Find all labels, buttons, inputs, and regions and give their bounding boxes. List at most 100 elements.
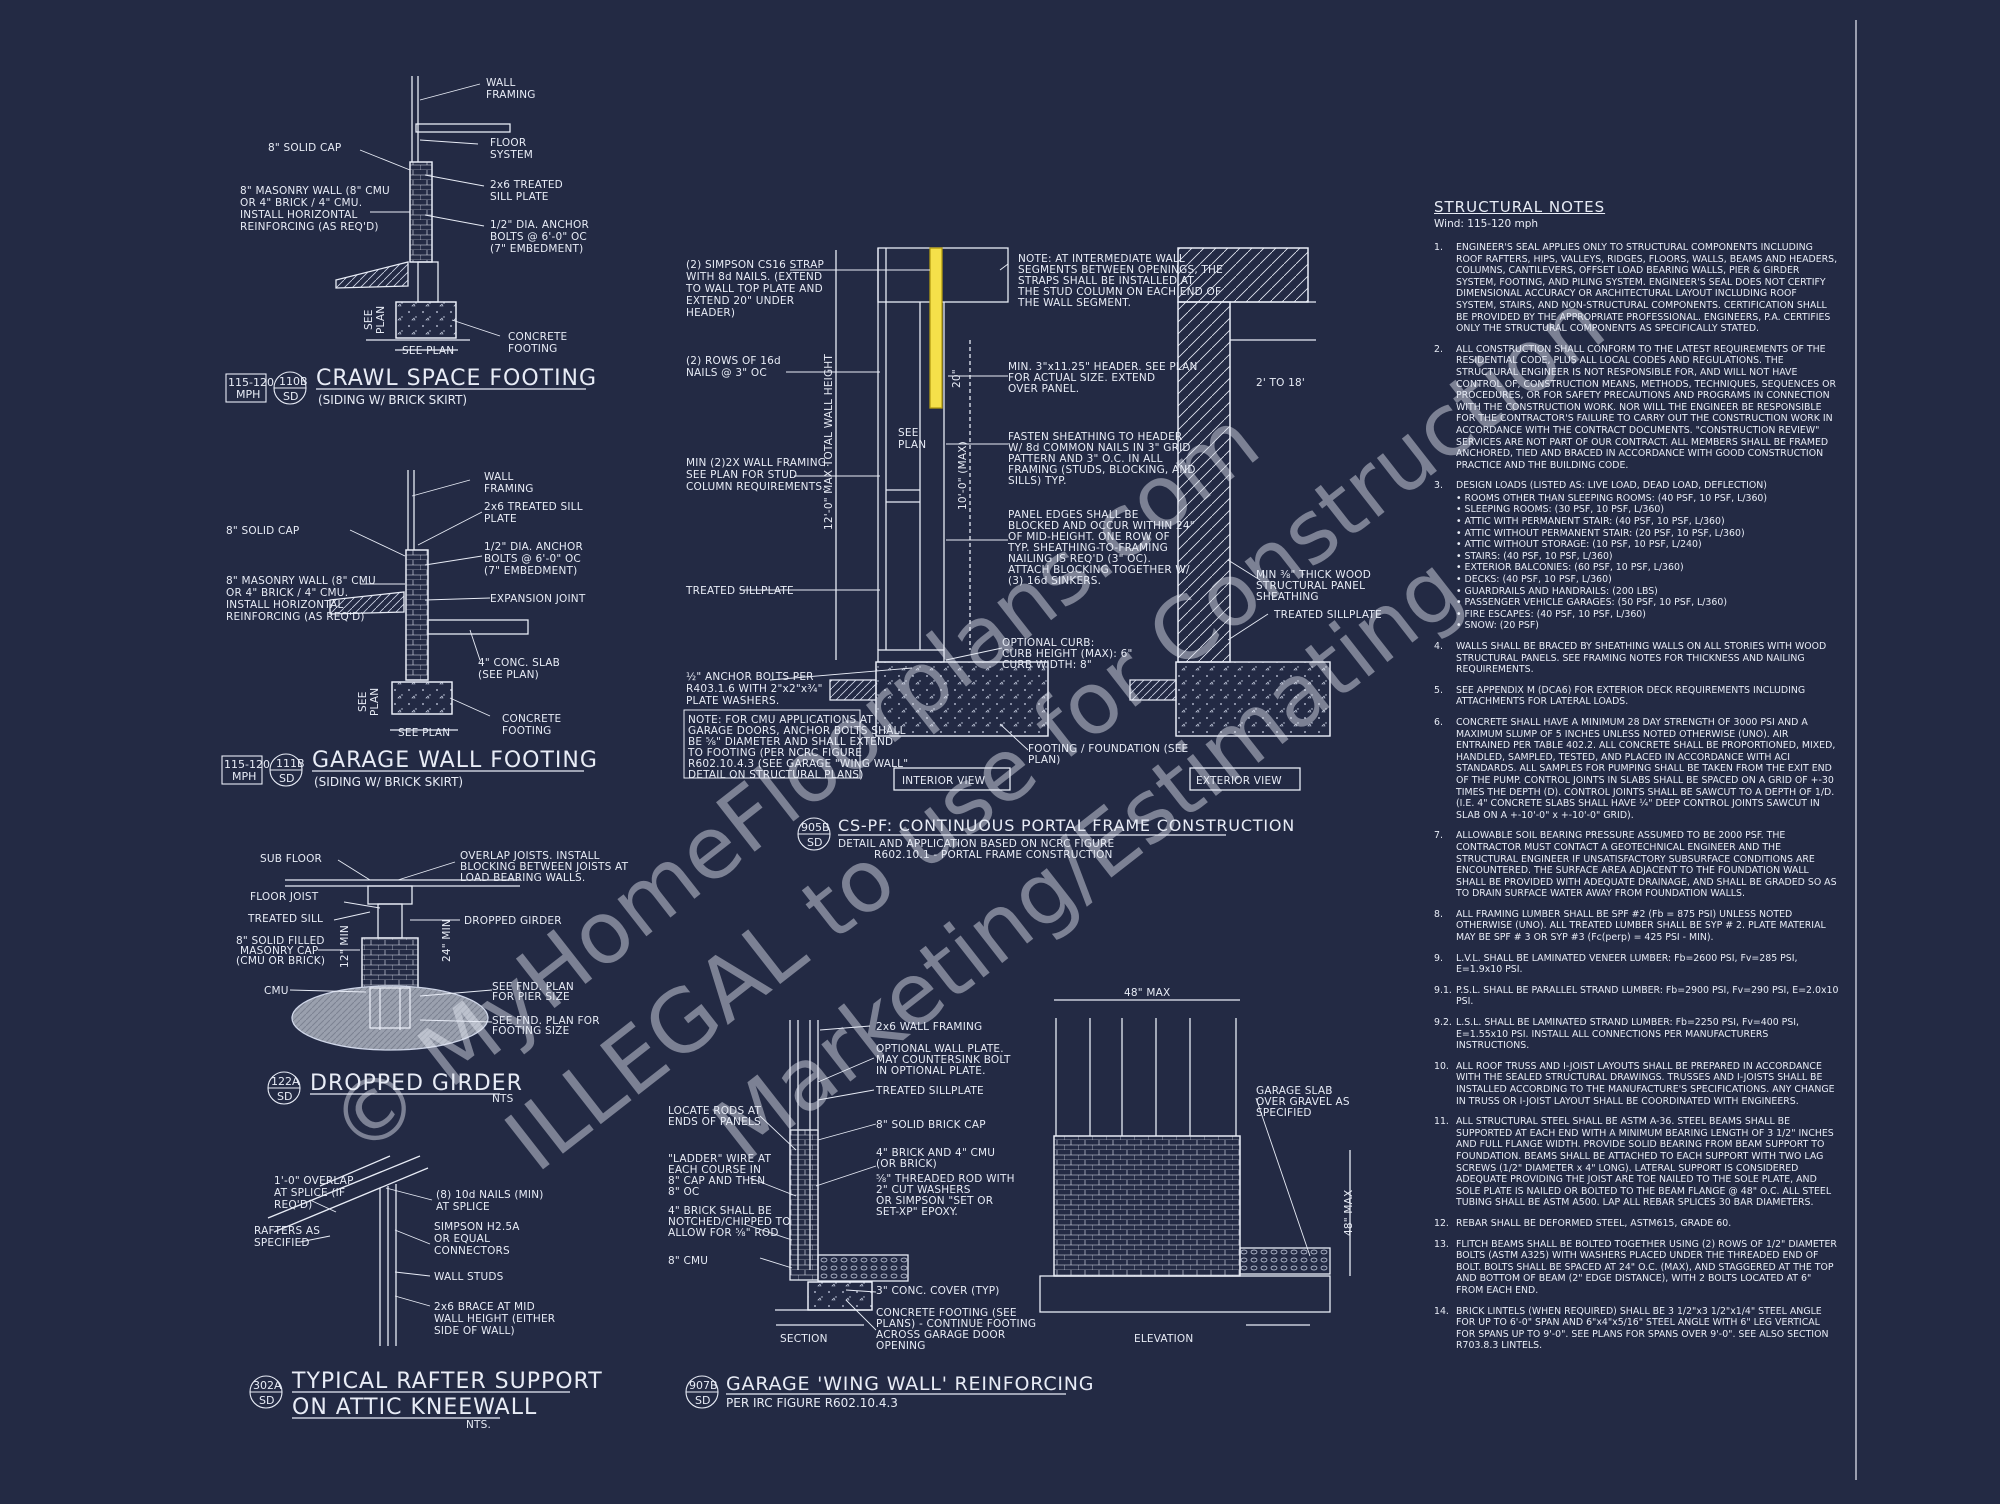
detail-subtitle: DETAIL AND APPLICATION BASED ON NCRC FIG… bbox=[838, 838, 1114, 850]
label: 12'-0" MAX TOTAL WALL HEIGHT bbox=[823, 354, 835, 530]
note-item: 10.ALL ROOF TRUSS AND I-JOIST LAYOUTS SH… bbox=[1434, 1061, 1840, 1107]
label: FRAMING bbox=[484, 483, 534, 495]
note-item: 13.FLITCH BEAMS SHALL BE BOLTED TOGETHER… bbox=[1434, 1239, 1840, 1297]
label: WALL bbox=[486, 77, 516, 89]
sheet-number: SD bbox=[259, 1394, 274, 1407]
note-number: 7. bbox=[1434, 830, 1443, 842]
label: TYP. SHEATHING-TO-FRAMING bbox=[1007, 542, 1168, 554]
label: REINFORCING (AS REQ'D) bbox=[226, 611, 365, 623]
portal-labels: (2) SIMPSON CS16 STRAP WITH 8d NAILS. (E… bbox=[683, 253, 1382, 787]
label: SPECIFIED bbox=[254, 1237, 310, 1249]
label: HEADER) bbox=[686, 307, 735, 319]
label: 48" MAX bbox=[1343, 1190, 1355, 1236]
detail-number: 905B bbox=[801, 821, 830, 834]
note-number: 14. bbox=[1434, 1305, 1449, 1317]
label: SHEATHING bbox=[1256, 591, 1319, 603]
note-bullet: SLEEPING ROOMS: (30 PSF, 10 PSF, L/360) bbox=[1456, 504, 1840, 516]
label: MASONRY CAP bbox=[240, 945, 318, 957]
note-text: FLITCH BEAMS SHALL BE BOLTED TOGETHER US… bbox=[1456, 1238, 1837, 1296]
note-bullet: GUARDRAILS AND HANDRAILS: (200 LBS) bbox=[1456, 586, 1840, 598]
label: CMU bbox=[264, 985, 289, 997]
portal-title-block: 905B SD CS-PF: CONTINUOUS PORTAL FRAME C… bbox=[797, 816, 1295, 861]
dropped-girder-drawing bbox=[285, 879, 520, 1051]
crawl-title-block: 115-120 MPH 110B SD CRAWL SPACE FOOTING … bbox=[225, 366, 596, 407]
label: ALLOW FOR ⅝" ROD bbox=[668, 1227, 779, 1239]
label: DETAIL ON STRUCTURAL PLANS) bbox=[688, 769, 864, 781]
label: (2) ROWS OF 16d bbox=[686, 355, 781, 367]
garage-wall-labels: WALL FRAMING 2x6 TREATED SILL PLATE 8" S… bbox=[226, 471, 586, 739]
note-bullet: DECKS: (40 PSF, 10 PSF, L/360) bbox=[1456, 574, 1840, 586]
note-item: 3.DESIGN LOADS (LISTED AS: LIVE LOAD, DE… bbox=[1434, 480, 1840, 632]
note-item: 5.SEE APPENDIX M (DCA6) FOR EXTERIOR DEC… bbox=[1434, 685, 1840, 708]
label: (7" EMBEDMENT) bbox=[484, 565, 577, 577]
label: TREATED SILLPLATE bbox=[875, 1085, 984, 1097]
label: SEE bbox=[363, 309, 375, 330]
label: SYSTEM bbox=[490, 149, 533, 161]
note-bullet: ATTIC WITHOUT PERMANENT STAIR: (20 PSF, … bbox=[1456, 528, 1840, 540]
note-text: ALLOWABLE SOIL BEARING PRESSURE ASSUMED … bbox=[1456, 830, 1837, 900]
note-bullet: ROOMS OTHER THAN SLEEPING ROOMS: (40 PSF… bbox=[1456, 493, 1840, 505]
label: AT SPLICE bbox=[436, 1201, 490, 1213]
note-item: 14. BRICK LINTELS (WHEN REQUIRED) SHALL B… bbox=[1434, 1306, 1840, 1352]
label: NAILS @ 3" OC bbox=[686, 367, 767, 379]
label: FRAMING (STUDS, BLOCKING, AND bbox=[1008, 464, 1196, 476]
label: SIMPSON H2.5A bbox=[434, 1221, 520, 1233]
label: 10'-0" (MAX) bbox=[957, 441, 969, 510]
note-text: CONCRETE SHALL HAVE A MINIMUM 28 DAY STR… bbox=[1456, 716, 1836, 821]
wing-wall-elevation-drawing bbox=[1039, 999, 1351, 1326]
label: CONCRETE FOOTING (SEE bbox=[876, 1307, 1017, 1319]
view-label: INTERIOR VIEW bbox=[902, 775, 986, 787]
label: (3) 16d SINKERS. bbox=[1008, 575, 1101, 587]
label: TREATED SILLPLATE bbox=[685, 585, 794, 597]
label: FOOTING / FOUNDATION (SEE bbox=[1028, 743, 1188, 755]
label: SEE PLAN bbox=[402, 345, 454, 357]
label: 1/2" DIA. ANCHOR bbox=[490, 219, 589, 231]
note-item: 9.2.L.S.L. SHALL BE LAMINATED STRAND LUM… bbox=[1434, 1017, 1840, 1052]
detail-title: CS-PF: CONTINUOUS PORTAL FRAME CONSTRUCT… bbox=[838, 816, 1295, 835]
label: 8" SOLID BRICK CAP bbox=[876, 1119, 986, 1131]
label: OVER PANEL. bbox=[1008, 383, 1079, 395]
label: WALL bbox=[484, 471, 514, 483]
view-label: EXTERIOR VIEW bbox=[1196, 775, 1282, 787]
label: ⅝" THREADED ROD WITH bbox=[876, 1173, 1015, 1185]
note-item: 11.ALL STRUCTURAL STEEL SHALL BE ASTM A-… bbox=[1434, 1116, 1840, 1209]
garage-wall-title-block: 115-120 MPH 111B SD GARAGE WALL FOOTING … bbox=[221, 748, 597, 789]
label: 8" SOLID FILLED bbox=[236, 935, 325, 947]
note-number: 2. bbox=[1434, 343, 1443, 355]
note-number: 11. bbox=[1434, 1116, 1449, 1128]
label: BLOCKING BETWEEN JOISTS AT bbox=[460, 861, 629, 873]
detail-title: GARAGE 'WING WALL' REINFORCING bbox=[726, 1373, 1094, 1395]
detail-title: TYPICAL RAFTER SUPPORT bbox=[291, 1369, 603, 1394]
note-number: 9.1. bbox=[1434, 984, 1452, 996]
label: NAILING IS REQ'D (3" OC). bbox=[1008, 553, 1151, 565]
label: 4" BRICK SHALL BE bbox=[668, 1205, 772, 1217]
label: INSTALL HORIZONTAL bbox=[240, 209, 358, 221]
label: SIDE OF WALL) bbox=[434, 1325, 515, 1337]
label: PANEL EDGES SHALL BE bbox=[1008, 509, 1139, 521]
note-text: ALL ROOF TRUSS AND I-JOIST LAYOUTS SHALL… bbox=[1456, 1060, 1835, 1107]
label: PLAN) bbox=[1028, 754, 1061, 766]
label: PLAN bbox=[375, 306, 387, 334]
label: PLAN bbox=[369, 688, 381, 716]
label: (2) SIMPSON CS16 STRAP bbox=[686, 259, 824, 271]
label: SEE PLAN FOR STUD bbox=[686, 469, 797, 481]
label: ½" ANCHOR BOLTS PER bbox=[686, 671, 814, 683]
sheet-number: SD bbox=[283, 390, 298, 403]
label: TO FOOTING (PER NCRC FIGURE bbox=[687, 747, 862, 759]
structural-notes: STRUCTURAL NOTES Wind: 115-120 mph 1.ENG… bbox=[1434, 198, 1840, 1361]
sheet-number: SD bbox=[277, 1090, 292, 1103]
detail-title: DROPPED GIRDER bbox=[310, 1071, 523, 1096]
note-text: BRICK LINTELS (WHEN REQUIRED) SHALL BE 3… bbox=[1456, 1305, 1829, 1352]
label: OR 4" BRICK / 4" CMU. bbox=[240, 197, 362, 209]
label: THE STUD COLUMN ON EACH END OF bbox=[1017, 286, 1221, 298]
nts-label: NTS bbox=[492, 1093, 514, 1105]
notes-list: 1.ENGINEER'S SEAL APPLIES ONLY TO STRUCT… bbox=[1434, 242, 1840, 1352]
detail-number: 302A bbox=[253, 1379, 282, 1392]
label: PLANS) - CONTINUE FOOTING bbox=[876, 1318, 1036, 1330]
wind-tag: MPH bbox=[236, 388, 260, 401]
label: SEE PLAN bbox=[398, 727, 450, 739]
label: OVER GRAVEL AS bbox=[1256, 1096, 1350, 1108]
label: TO WALL TOP PLATE AND bbox=[685, 283, 823, 295]
